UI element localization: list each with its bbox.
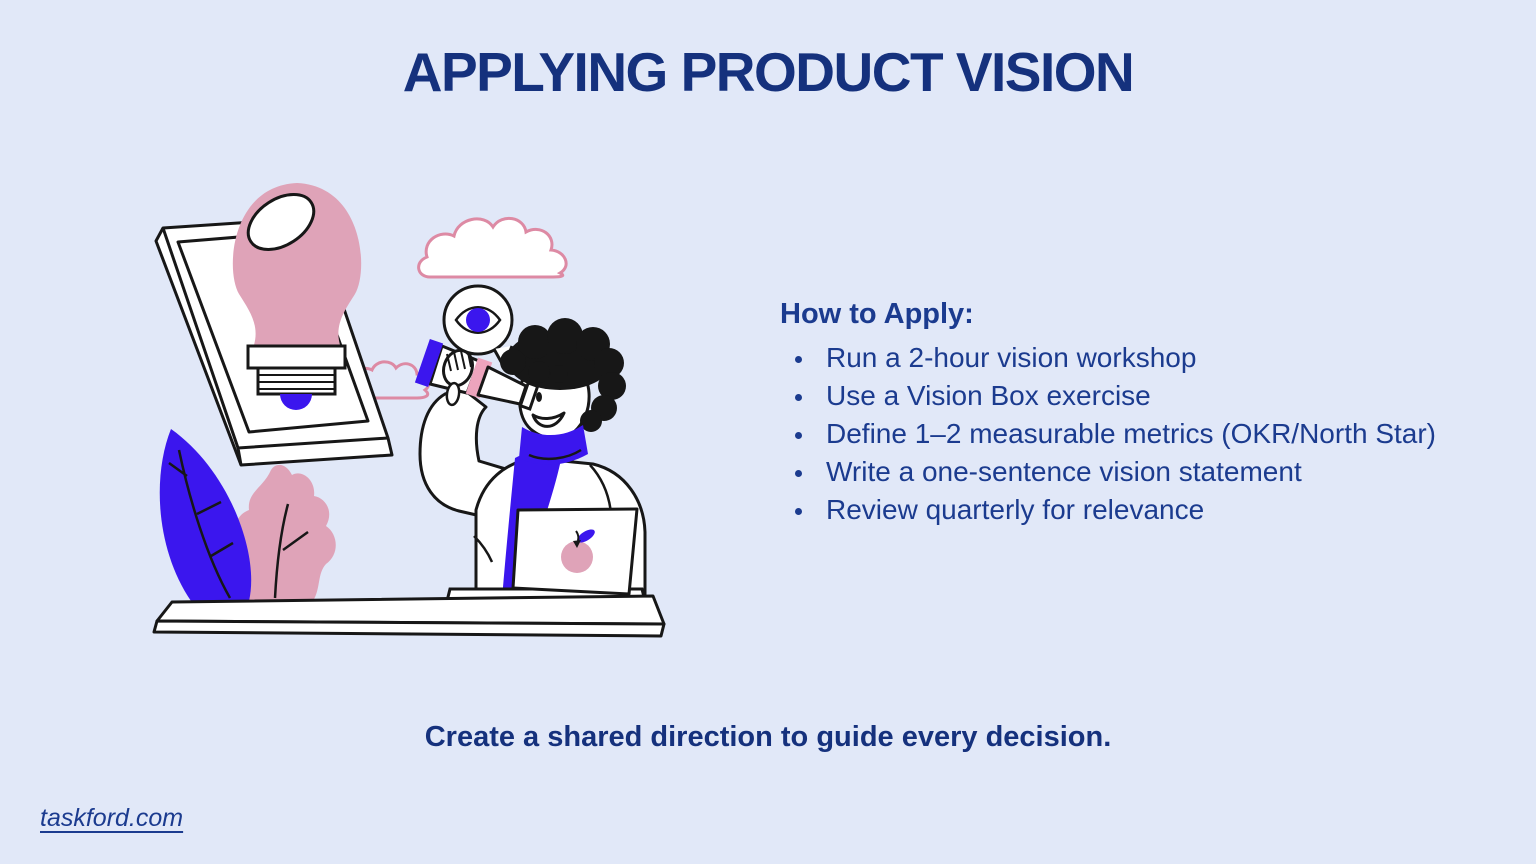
hair	[500, 318, 626, 432]
scarf-fold	[528, 448, 582, 461]
mouth	[531, 411, 566, 428]
speech-bubble-eye-icon	[442, 284, 514, 369]
lightbulb-icon	[232, 183, 362, 410]
tagline: Create a shared direction to guide every…	[424, 721, 1112, 753]
how-to-apply-section: How to Apply: Run a 2-hour vision worksh…	[780, 298, 1520, 529]
footer-link[interactable]: taskford.com	[40, 804, 184, 832]
list-item: Review quarterly for relevance	[816, 491, 1520, 529]
telescope-icon	[414, 338, 540, 411]
how-to-apply-heading: How to Apply:	[780, 298, 974, 330]
list-item: Run a 2-hour vision workshop	[816, 339, 1520, 377]
desk	[152, 594, 666, 638]
hand	[442, 348, 474, 407]
apple-logo	[561, 529, 595, 573]
cloud-icon	[417, 216, 568, 279]
list-item: Use a Vision Box exercise	[816, 377, 1520, 415]
list-item: Write a one-sentence vision statement	[816, 453, 1520, 491]
page-title: APPLYING PRODUCT VISION	[402, 41, 1135, 103]
plant-icon	[159, 429, 336, 601]
list-item: Define 1–2 measurable metrics (OKR/North…	[816, 415, 1520, 453]
eye	[536, 392, 542, 402]
how-to-apply-list: Run a 2-hour vision workshop Use a Visio…	[780, 339, 1520, 529]
illustration	[152, 183, 666, 638]
